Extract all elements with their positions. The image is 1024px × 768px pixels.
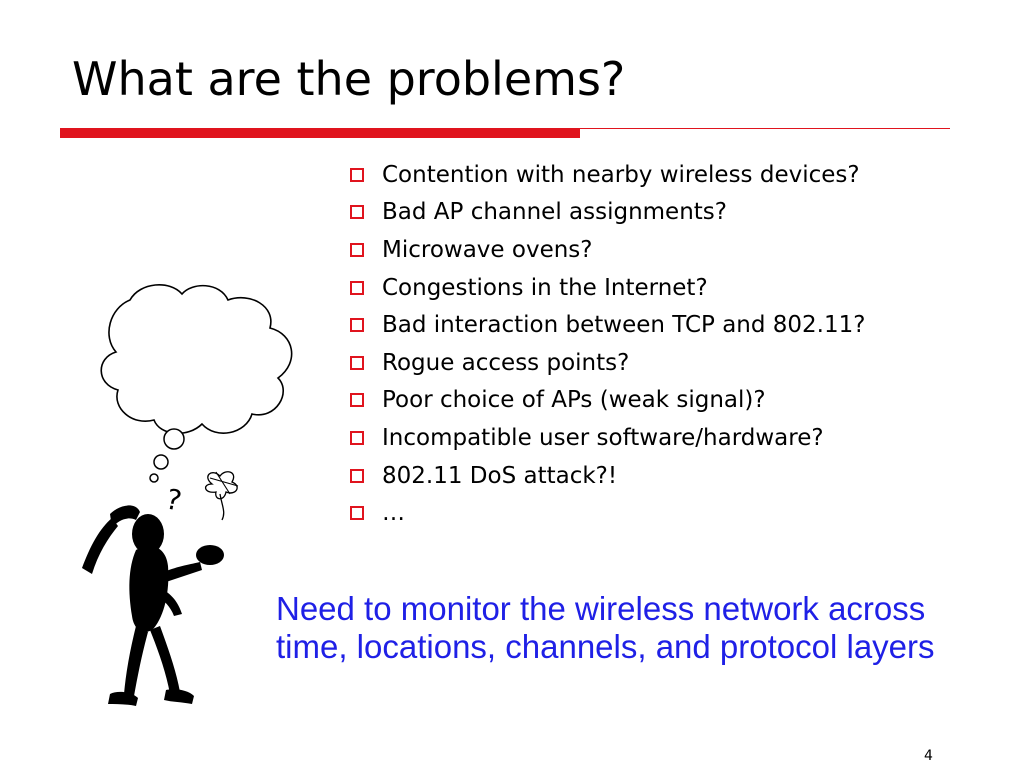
list-item: 802.11 DoS attack?! xyxy=(350,457,865,495)
problem-list: Contention with nearby wireless devices?… xyxy=(350,156,865,532)
list-item: Congestions in the Internet? xyxy=(350,269,865,307)
hollow-square-bullet-icon xyxy=(350,506,364,521)
list-item-text: Bad AP channel assignments? xyxy=(382,199,727,226)
list-item-text: Bad interaction between TCP and 802.11? xyxy=(382,312,866,339)
callout-text: Need to monitor the wireless network acr… xyxy=(276,590,935,665)
page-number: 4 xyxy=(924,748,933,764)
list-item: Rogue access points? xyxy=(350,344,865,382)
hollow-square-bullet-icon xyxy=(350,280,364,295)
slide-title: What are the problems? xyxy=(72,52,626,106)
list-item-text: … xyxy=(382,500,405,527)
confused-thinking-person-icon: ? xyxy=(82,284,293,706)
hollow-square-bullet-icon xyxy=(350,393,364,408)
hollow-square-bullet-icon xyxy=(350,205,364,220)
hollow-square-bullet-icon xyxy=(350,318,364,333)
list-item: Poor choice of APs (weak signal)? xyxy=(350,382,865,420)
list-item: Microwave ovens? xyxy=(350,231,865,269)
list-item: Bad interaction between TCP and 802.11? xyxy=(350,306,865,344)
title-underline-thick xyxy=(60,128,580,138)
hollow-square-bullet-icon xyxy=(350,468,364,483)
list-item-text: Rogue access points? xyxy=(382,349,630,376)
hollow-square-bullet-icon xyxy=(350,242,364,257)
list-item: Incompatible user software/hardware? xyxy=(350,419,865,457)
list-item: Contention with nearby wireless devices? xyxy=(350,156,865,194)
list-item-text: Poor choice of APs (weak signal)? xyxy=(382,387,766,414)
list-item-text: Contention with nearby wireless devices? xyxy=(382,161,860,188)
list-item-text: 802.11 DoS attack?! xyxy=(382,462,618,489)
question-mark: ? xyxy=(163,482,184,517)
list-item-text: Microwave ovens? xyxy=(382,236,593,263)
title-underline-thin xyxy=(580,128,950,129)
list-item-text: Congestions in the Internet? xyxy=(382,274,708,301)
hollow-square-bullet-icon xyxy=(350,430,364,445)
list-item: … xyxy=(350,494,865,532)
list-item-text: Incompatible user software/hardware? xyxy=(382,424,824,451)
hollow-square-bullet-icon xyxy=(350,355,364,370)
list-item: Bad AP channel assignments? xyxy=(350,194,865,232)
hollow-square-bullet-icon xyxy=(350,167,364,182)
